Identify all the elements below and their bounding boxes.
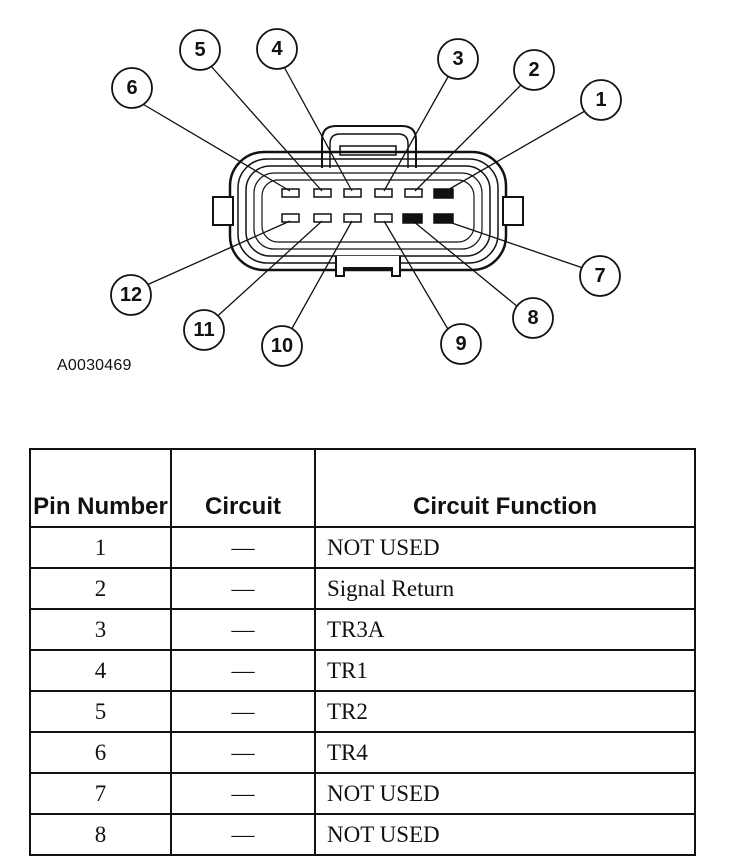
callout-label: 1 [595,89,606,111]
header-circuit-function: Circuit Function [314,448,696,528]
table-row: 4 — TR1 [29,649,696,692]
circuit-function-cell: TR1 [314,649,696,692]
cavity-12 [281,213,300,223]
circuit-function-cell: NOT USED [314,813,696,856]
cavity-1 [433,188,454,199]
pin-number-cell: 8 [29,813,172,856]
circuit-cell: — [170,567,316,610]
callout-label: 8 [527,307,538,329]
table-row: 3 — TR3A [29,608,696,651]
callouts: 1 2 3 4 5 6 7 8 [110,28,622,367]
callout-label: 11 [193,319,214,341]
callout-1: 1 [580,79,622,121]
circuit-function-cell: TR2 [314,690,696,733]
terminal-cavities [281,188,454,224]
pin-number-cell: 6 [29,731,172,774]
leader-lines [139,64,586,342]
callout-label: 4 [271,38,283,60]
circuit-function-cell: TR4 [314,731,696,774]
callout-9: 9 [440,323,482,365]
cavity-6 [281,188,300,198]
callout-label: 2 [528,59,539,81]
circuit-function-cell: TR3A [314,608,696,651]
callout-11: 11 [183,309,225,351]
figure-id: A0030469 [57,357,132,374]
pin-table: Pin Number Circuit Circuit Function 1 — … [29,448,696,856]
table-row: 6 — TR4 [29,731,696,774]
table-header-row: Pin Number Circuit Circuit Function [29,448,696,528]
circuit-function-cell: NOT USED [314,526,696,569]
table-row: 2 — Signal Return [29,567,696,610]
circuit-cell: — [170,731,316,774]
pin-number-cell: 7 [29,772,172,815]
pin-number-cell: 2 [29,567,172,610]
circuit-cell: — [170,649,316,692]
cavity-4 [343,188,362,198]
cavity-3 [374,188,393,198]
circuit-cell: — [170,690,316,733]
callout-7: 7 [579,255,621,297]
callout-label: 6 [126,77,137,99]
header-circuit: Circuit [170,448,316,528]
callout-2: 2 [513,49,555,91]
pin-number-cell: 3 [29,608,172,651]
pin-number-cell: 4 [29,649,172,692]
pin-number-cell: 5 [29,690,172,733]
callout-3: 3 [437,38,479,80]
cavity-11 [313,213,332,223]
table-row: 5 — TR2 [29,690,696,733]
callout-label: 3 [452,48,463,70]
callout-label: 7 [594,265,605,287]
callout-10: 10 [261,325,303,367]
callout-label: 12 [120,284,142,306]
circuit-cell: — [170,813,316,856]
callout-6: 6 [111,67,153,109]
cavity-9 [374,213,393,223]
header-pin-number: Pin Number [29,448,172,528]
circuit-cell: — [170,772,316,815]
connector-diagram: 1 2 3 4 5 6 7 8 [110,28,622,367]
circuit-cell: — [170,526,316,569]
cavity-8 [402,213,423,224]
circuit-function-cell: Signal Return [314,567,696,610]
cavity-2 [404,188,423,198]
circuit-function-cell: NOT USED [314,772,696,815]
callout-label: 9 [455,333,466,355]
pin-number-cell: 1 [29,526,172,569]
table-row: 7 — NOT USED [29,772,696,815]
callout-label: 5 [194,39,205,61]
circuit-cell: — [170,608,316,651]
table-row: 8 — NOT USED [29,813,696,856]
table-row: 1 — NOT USED [29,526,696,569]
cavity-10 [343,213,362,223]
callout-8: 8 [512,297,554,339]
cavity-5 [313,188,332,198]
cavity-7 [433,213,454,224]
callout-label: 10 [271,335,293,357]
callout-12: 12 [110,274,152,316]
callout-5: 5 [179,29,221,71]
connector-body [212,125,524,277]
callout-4: 4 [256,28,298,70]
